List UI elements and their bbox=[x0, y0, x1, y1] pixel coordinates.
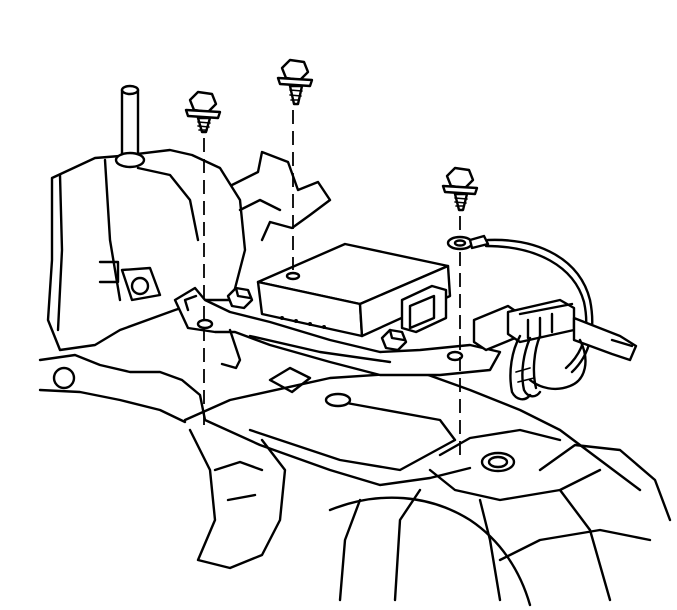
nut-left-icon bbox=[226, 286, 254, 310]
bolt-right bbox=[441, 166, 479, 212]
ground-wire-eyelet bbox=[446, 234, 594, 374]
floor-pan bbox=[38, 148, 672, 607]
bolt-left bbox=[184, 90, 222, 134]
nut-right-icon bbox=[380, 328, 408, 352]
bolt-center bbox=[276, 58, 314, 106]
electronic-control-module bbox=[256, 242, 452, 338]
wiring-harness-connector bbox=[472, 298, 638, 401]
mounting-bracket bbox=[173, 286, 502, 377]
vertical-stud bbox=[114, 84, 146, 169]
